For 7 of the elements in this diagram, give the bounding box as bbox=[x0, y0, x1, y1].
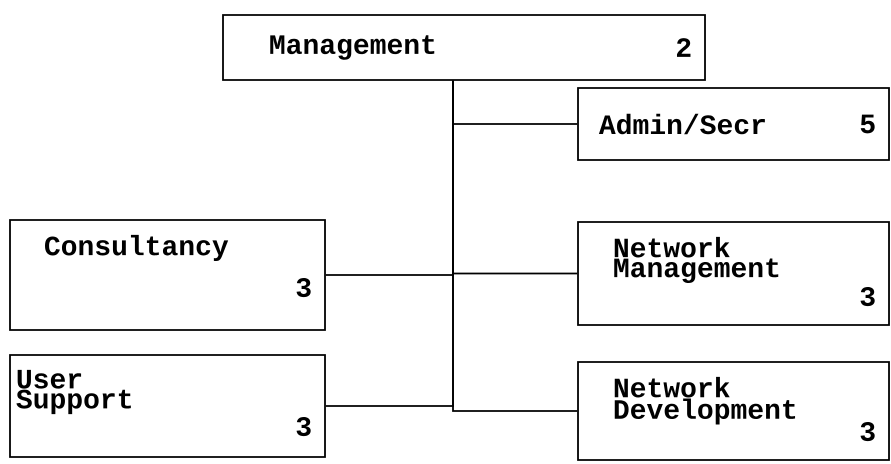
unit-box: User Support 3 bbox=[9, 354, 326, 458]
unit-box: Network Development 3 bbox=[577, 361, 890, 461]
connector-line bbox=[452, 80, 578, 412]
unit-box: Network Management 3 bbox=[577, 221, 890, 326]
unit-box: Admin/Secr 5 bbox=[577, 87, 890, 161]
unit-box: Management 2 bbox=[222, 14, 706, 81]
unit-box: Consultancy 3 bbox=[9, 219, 326, 331]
